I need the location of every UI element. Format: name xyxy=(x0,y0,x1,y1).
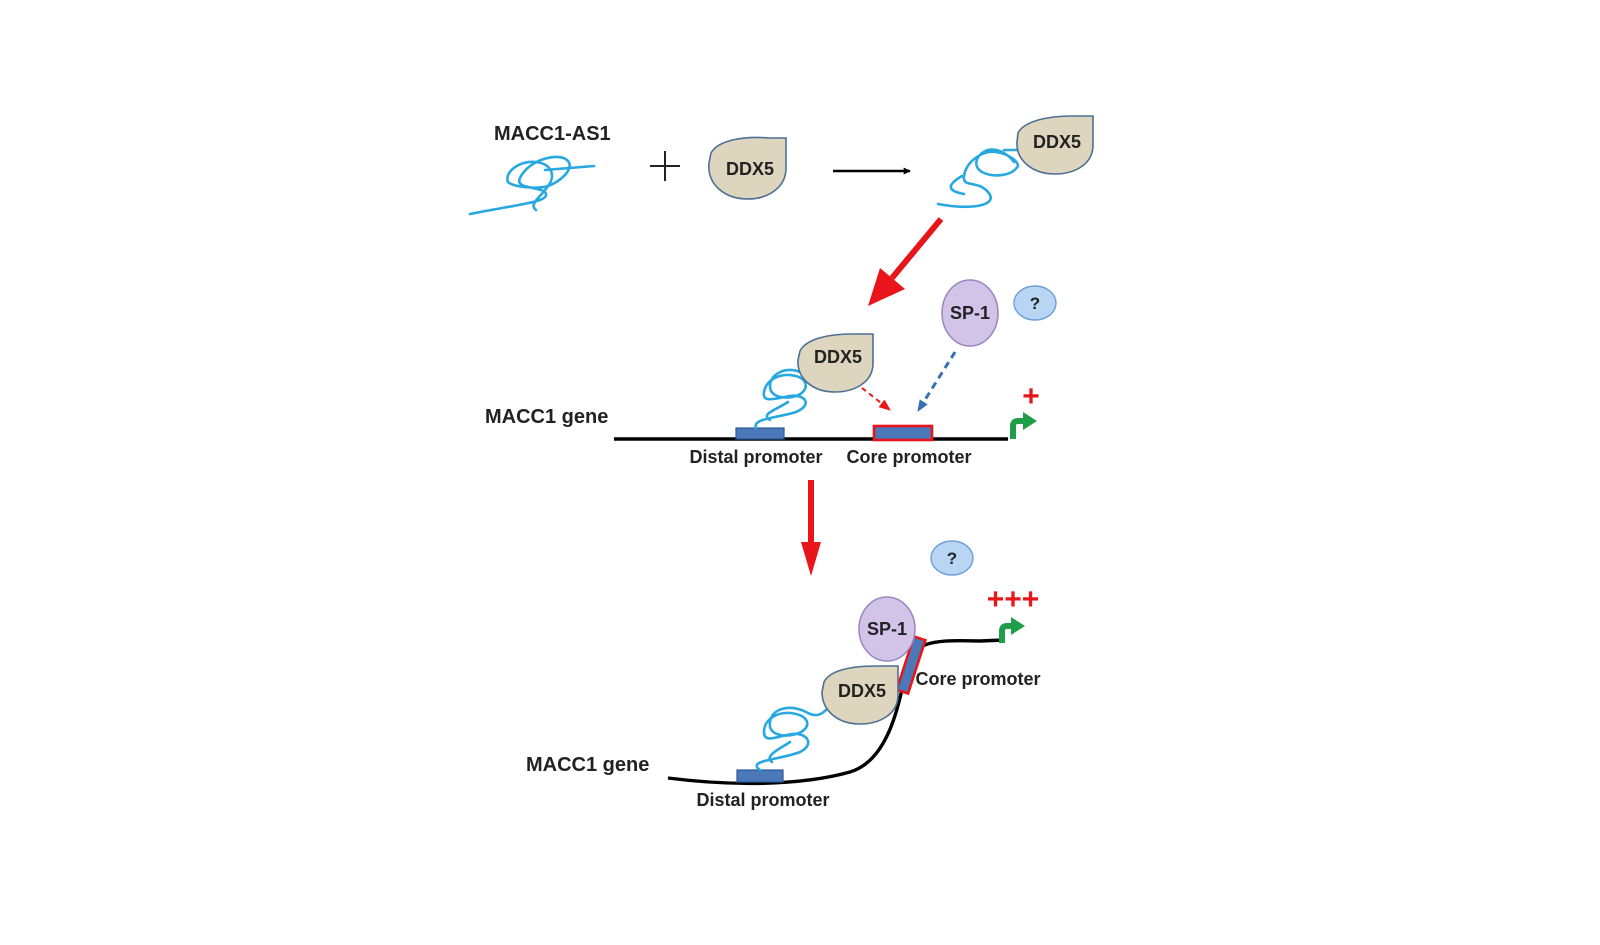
sp1-to-core-dashed-arrow xyxy=(916,351,957,413)
lncrna-ddx5-complex: DDX5 xyxy=(936,115,1094,208)
ddx5-label-bottom: DDX5 xyxy=(838,681,886,701)
core-promoter-box-bottom xyxy=(895,634,927,696)
activation-plus-low: + xyxy=(1022,380,1040,413)
unknown-factor-label: ? xyxy=(1030,294,1040,313)
unknown-factor-bottom-label: ? xyxy=(947,549,957,568)
core-promoter-label: Core promoter xyxy=(846,447,971,467)
lncrna-ddx5-bound: DDX5 xyxy=(754,333,874,430)
lncrna-label: MACC1-AS1 xyxy=(494,123,611,145)
tss-arrow-bottom xyxy=(999,617,1025,643)
sp1-label: SP-1 xyxy=(950,303,990,323)
red-arrow-recruitment xyxy=(868,217,944,306)
plus-sign xyxy=(650,151,680,181)
macc1-gene-label-bottom: MACC1 gene xyxy=(526,754,649,776)
unknown-factor: ? xyxy=(1013,285,1057,321)
distal-promoter-box-bottom xyxy=(736,769,784,783)
core-promoter-label-bottom: Core promoter xyxy=(915,669,1040,689)
sp1-protein: SP-1 xyxy=(941,279,999,347)
distal-promoter-label-bottom: Distal promoter xyxy=(696,790,829,810)
activation-plus-high: +++ xyxy=(987,583,1040,616)
ddx5-label-bound: DDX5 xyxy=(814,347,862,367)
tss-arrow-middle xyxy=(1010,412,1037,439)
ddx5-to-core-dashed-arrow xyxy=(861,387,891,411)
ddx5-protein: DDX5 xyxy=(708,136,787,200)
ddx5-label-complex: DDX5 xyxy=(1033,132,1081,152)
macc1-gene-looped-line xyxy=(667,638,1005,786)
lncrna-ddx5-sp1-complex: DDX5 SP-1 xyxy=(755,596,916,772)
macc1-gene-label: MACC1 gene xyxy=(485,406,608,428)
red-arrow-looping xyxy=(801,480,821,576)
core-promoter-box xyxy=(872,424,934,442)
lncrna-macc1-as1 xyxy=(468,155,596,216)
unknown-factor-bottom: ? xyxy=(930,540,974,576)
distal-promoter-label: Distal promoter xyxy=(689,447,822,467)
ddx5-label: DDX5 xyxy=(726,159,774,179)
distal-promoter-box xyxy=(735,427,785,440)
sp1-label-bottom: SP-1 xyxy=(867,619,907,639)
